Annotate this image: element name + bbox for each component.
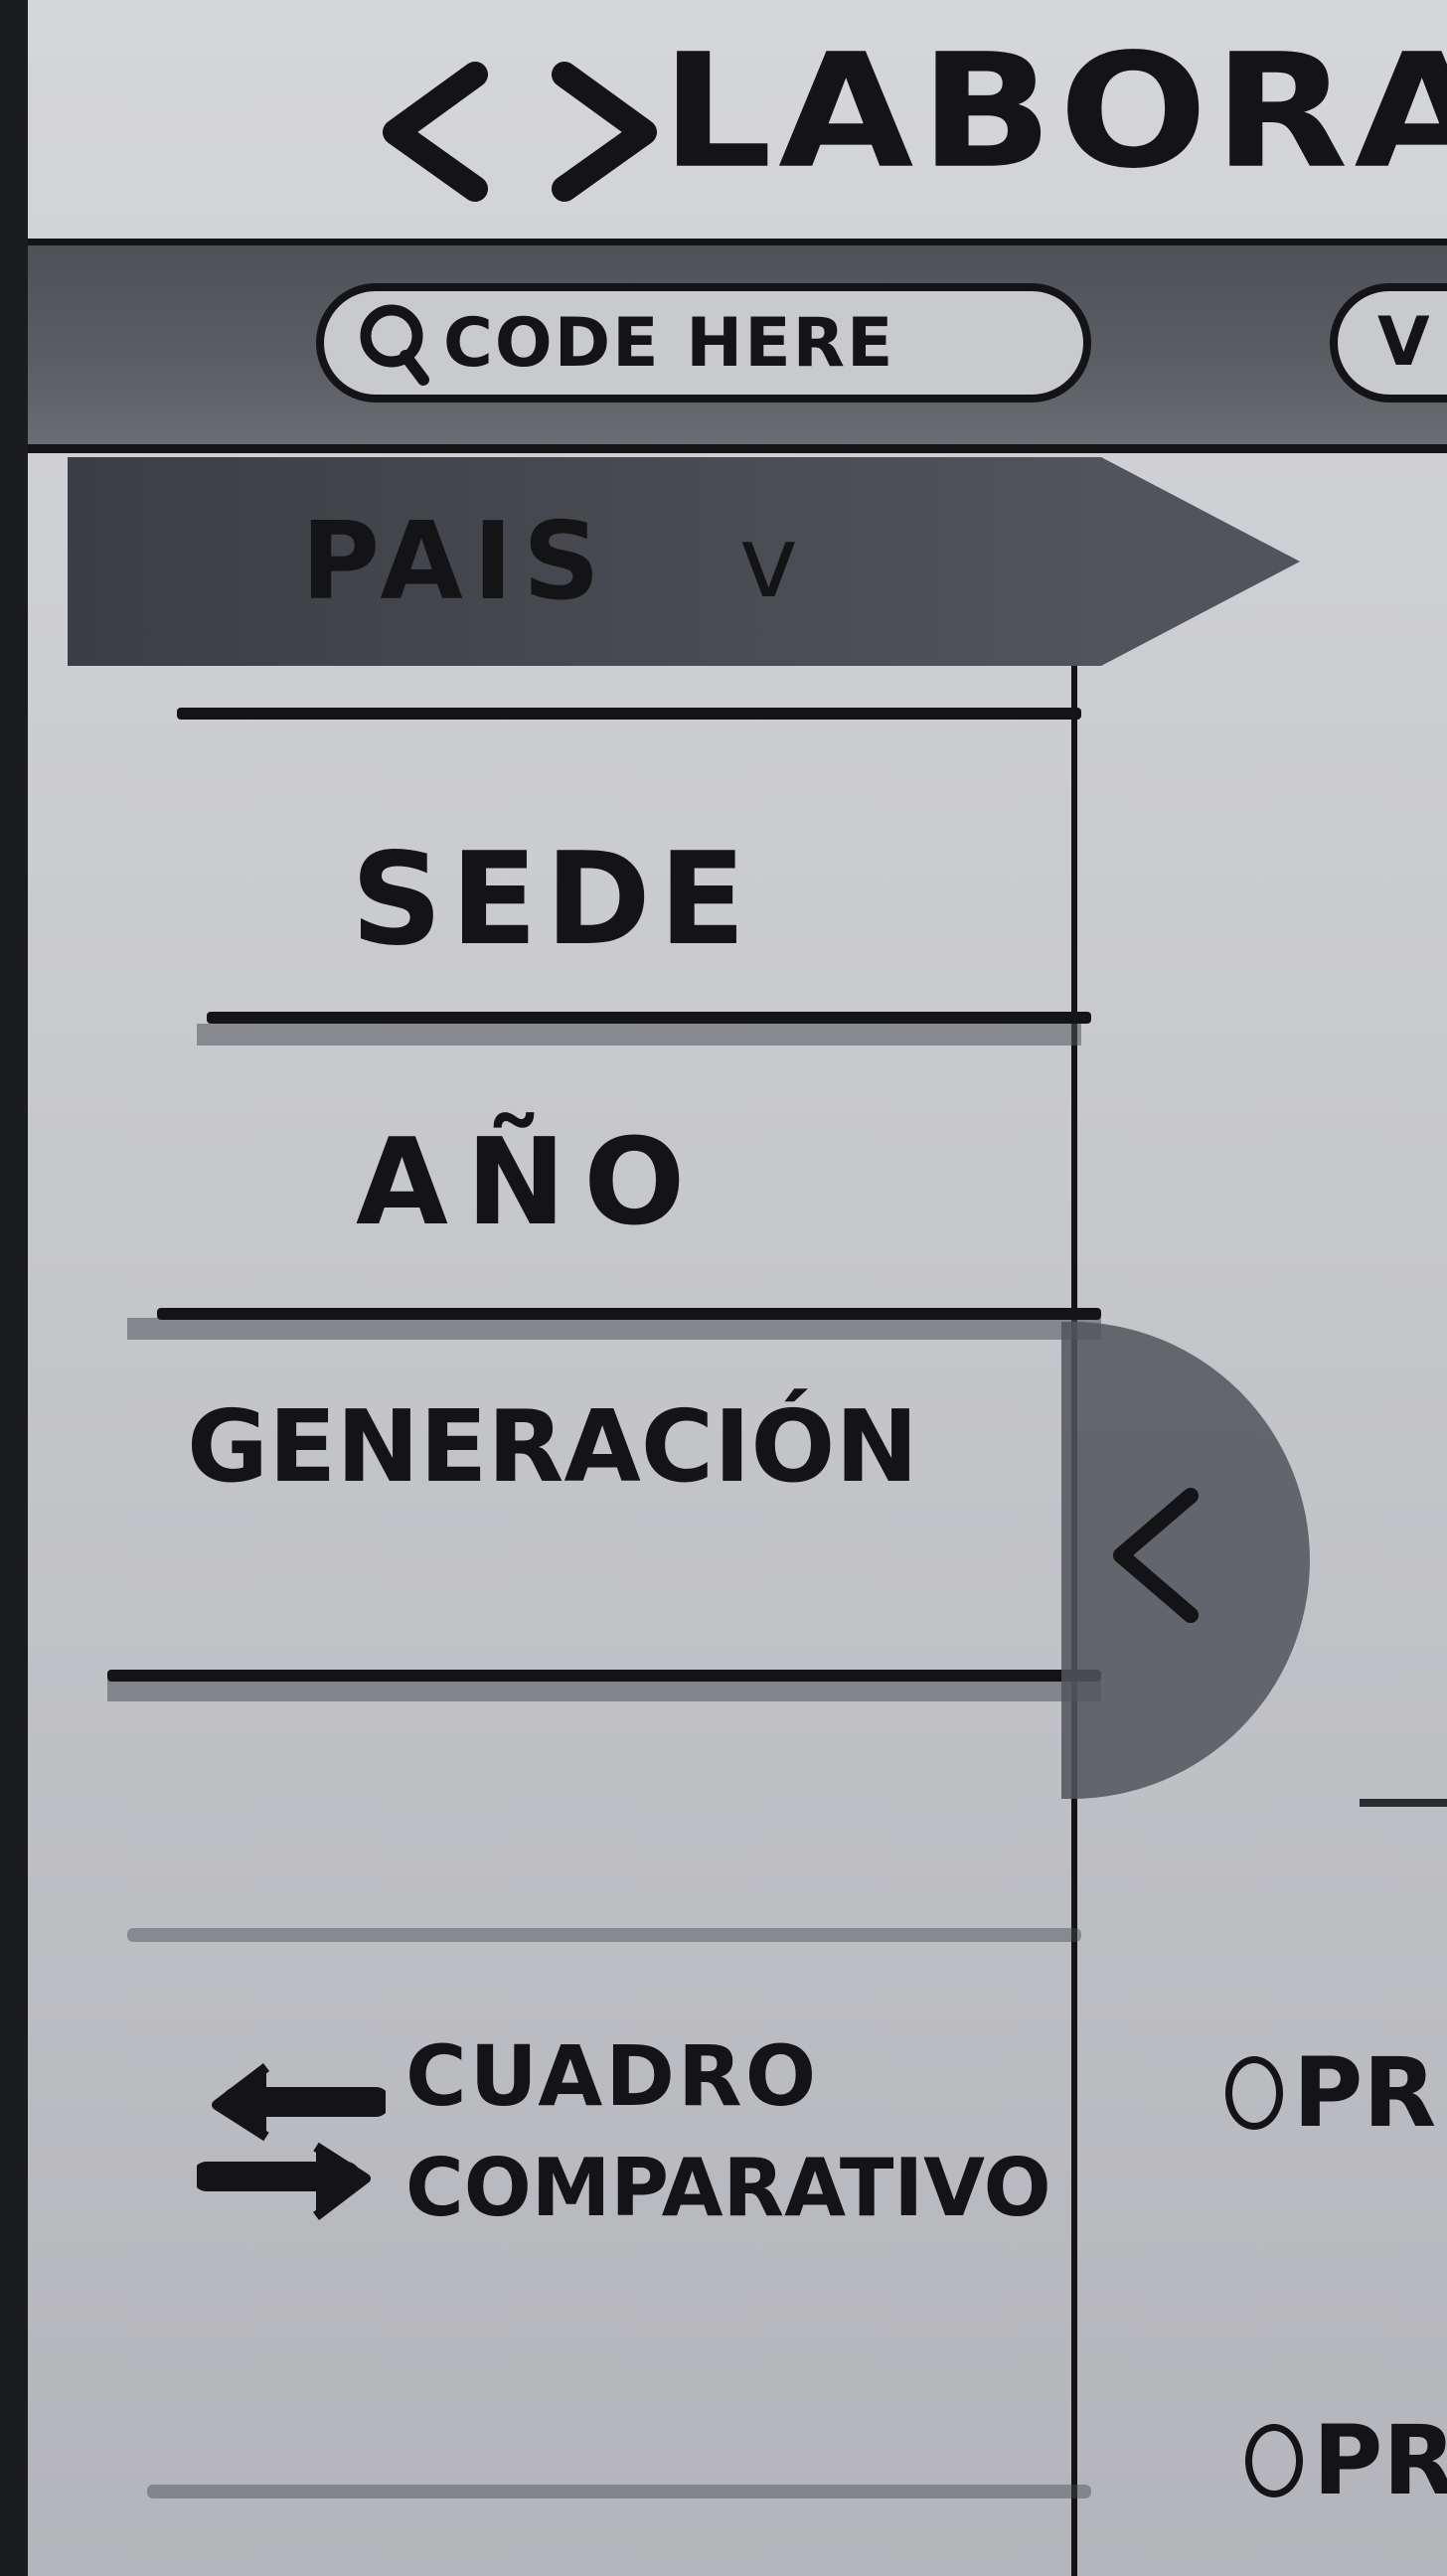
search-placeholder: CODE HERE: [443, 303, 895, 383]
compare-label-line2: COMPARATIVO: [405, 2142, 1051, 2234]
search-icon: [360, 304, 429, 386]
radio-option[interactable]: PR: [1245, 2405, 1447, 2516]
divider-shadow: [197, 1024, 1081, 1046]
radio-button[interactable]: [1245, 2424, 1303, 2497]
sidebar: PAIS v SEDE AÑO GENERACIÓN: [28, 437, 1300, 2576]
faint-divider: [127, 1928, 1081, 1942]
option-label: PR: [1313, 2405, 1447, 2516]
divider-shadow: [127, 1318, 1101, 1340]
faint-divider: [147, 2485, 1091, 2498]
radio-button[interactable]: [1225, 2056, 1283, 2130]
divider: [177, 708, 1081, 720]
sidebar-item-anio[interactable]: AÑO: [28, 1044, 1071, 1322]
chevron-left-icon[interactable]: [1101, 1481, 1210, 1630]
sidebar-item-label: AÑO: [356, 1113, 704, 1252]
active-indicator: [1101, 457, 1300, 666]
divider-shadow: [107, 1680, 1101, 1701]
sidebar-item-generacion[interactable]: GENERACIÓN: [28, 1302, 1071, 1590]
divider: [157, 1308, 1101, 1320]
secondary-field[interactable]: V: [1330, 283, 1447, 402]
divider: [107, 1670, 1101, 1682]
compare-button[interactable]: CUADRO COMPARATIVO: [177, 2017, 1071, 2276]
page-title-text: LABORA: [660, 20, 1447, 204]
main-divider: [1360, 1799, 1447, 1807]
divider: [207, 1012, 1091, 1024]
sidebar-item-label: PAIS: [301, 499, 610, 624]
option-label: PR: [1293, 2037, 1437, 2149]
page-title: <>LABORA: [356, 20, 1447, 204]
top-bar: CODE HERE V: [28, 239, 1447, 453]
sketch-paper: <>LABORA CODE HERE V PAIS v SEDE AÑO: [28, 0, 1447, 2576]
radio-option[interactable]: PR: [1225, 2037, 1436, 2149]
chevron-left-icon[interactable]: [356, 55, 535, 204]
sidebar-item-label: SEDE: [351, 825, 754, 974]
compare-label-line1: CUADRO: [405, 2027, 820, 2125]
search-input[interactable]: CODE HERE: [316, 283, 1091, 402]
swap-arrows-icon: [197, 2063, 386, 2220]
sidebar-item-label: GENERACIÓN: [187, 1387, 919, 1505]
chevron-right-icon[interactable]: [525, 55, 704, 204]
sidebar-item-pais[interactable]: PAIS v: [68, 457, 1300, 666]
sidebar-item-sede[interactable]: SEDE: [28, 765, 1071, 1034]
chevron-down-icon: v: [738, 503, 808, 620]
